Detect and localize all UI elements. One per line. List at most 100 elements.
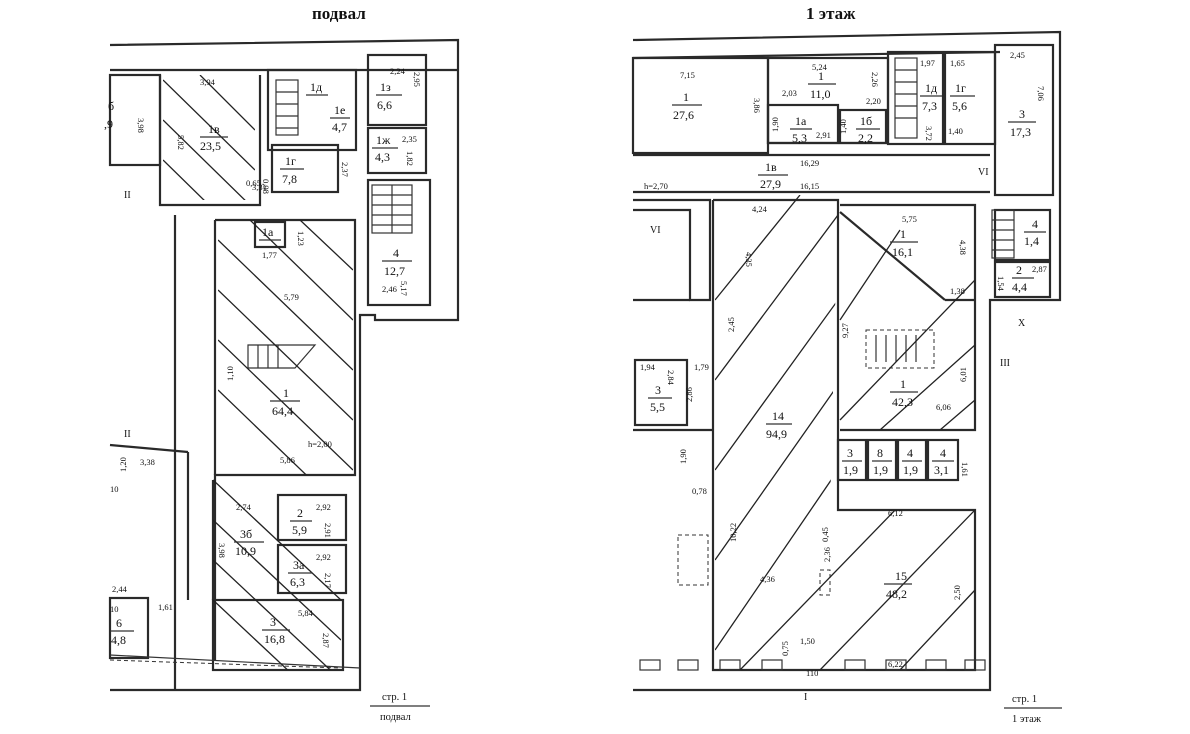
svg-text:7,06: 7,06 xyxy=(1036,86,1046,101)
svg-text:42,3: 42,3 xyxy=(892,395,913,409)
svg-text:1,20: 1,20 xyxy=(118,457,128,472)
svg-text:1,90: 1,90 xyxy=(678,449,688,464)
svg-text:2,46: 2,46 xyxy=(382,284,397,294)
svg-text:48,2: 48,2 xyxy=(886,587,907,601)
svg-text:1,77: 1,77 xyxy=(262,250,277,260)
svg-text:2,84: 2,84 xyxy=(666,370,676,386)
svg-text:23,5: 23,5 xyxy=(200,139,221,153)
svg-text:64,4: 64,4 xyxy=(272,404,293,418)
room-label: 1ж4,3 xyxy=(372,133,398,164)
svg-text:1: 1 xyxy=(683,90,689,104)
room-label: 1е4,7 xyxy=(330,103,350,134)
svg-text:1в: 1в xyxy=(765,160,777,174)
room-label: 81,9 xyxy=(872,446,892,477)
svg-text:3,98: 3,98 xyxy=(136,118,146,133)
room-label: 412,7 xyxy=(382,246,412,278)
svg-text:1,79: 1,79 xyxy=(694,362,709,372)
room-label: 142,3 xyxy=(890,377,918,409)
svg-text:2,2: 2,2 xyxy=(858,131,873,145)
svg-text:4,8: 4,8 xyxy=(111,633,126,647)
svg-text:7,3: 7,3 xyxy=(922,99,937,113)
room-label: 64,8 xyxy=(110,616,134,647)
svg-text:3,72: 3,72 xyxy=(924,126,934,141)
room-label: 41,4 xyxy=(1024,217,1046,248)
stairs-icon xyxy=(865,329,935,369)
svg-text:10,9: 10,9 xyxy=(235,544,256,558)
page-stamp: стр. 1 1 этаж xyxy=(1004,694,1062,725)
svg-text:2,50: 2,50 xyxy=(952,585,962,600)
svg-text:б: б xyxy=(108,99,114,113)
svg-text:3: 3 xyxy=(1019,107,1025,121)
svg-text:8: 8 xyxy=(877,446,883,460)
svg-text:5,3: 5,3 xyxy=(792,131,807,145)
svg-text:1г: 1г xyxy=(955,81,966,95)
svg-text:2,92: 2,92 xyxy=(316,552,331,562)
svg-text:1,61: 1,61 xyxy=(960,462,970,477)
svg-text:3,98: 3,98 xyxy=(217,543,227,558)
svg-text:2,44: 2,44 xyxy=(112,584,128,594)
svg-text:4,7: 4,7 xyxy=(332,120,347,134)
svg-text:1д: 1д xyxy=(310,80,322,94)
room-label: 316,8 xyxy=(262,615,290,646)
svg-text:3а: 3а xyxy=(293,558,305,572)
svg-text:1,61: 1,61 xyxy=(158,602,173,612)
svg-text:1в: 1в xyxy=(208,122,220,136)
svg-text:h=2,00: h=2,00 xyxy=(308,439,332,449)
svg-text:4,3: 4,3 xyxy=(375,150,390,164)
svg-text:стр. 1: стр. 1 xyxy=(382,692,407,703)
stairs-icon xyxy=(371,184,413,234)
room-label: 3а6,3 xyxy=(288,558,312,589)
svg-text:27,6: 27,6 xyxy=(673,108,694,122)
svg-text:1 этаж: 1 этаж xyxy=(1012,714,1042,725)
svg-text:1,9: 1,9 xyxy=(873,463,888,477)
svg-text:10,22: 10,22 xyxy=(728,523,738,542)
room-label: 41,9 xyxy=(902,446,922,477)
svg-text:5,6: 5,6 xyxy=(952,99,967,113)
svg-text:2,37: 2,37 xyxy=(340,162,350,177)
svg-text:6,6: 6,6 xyxy=(377,98,392,112)
svg-text:5,79: 5,79 xyxy=(284,292,299,302)
stairs-icon xyxy=(894,57,918,139)
section-marker: VI xyxy=(650,225,661,236)
svg-text:1,82: 1,82 xyxy=(405,151,415,166)
dimension-labels: 7,15 5,24 1,97 1,65 2,45 7,06 3,86 2,03 … xyxy=(640,50,1047,678)
svg-text:3: 3 xyxy=(270,615,276,629)
room-label: 1д7,3 xyxy=(920,81,942,113)
room-label: 1б2,2 xyxy=(856,114,880,145)
svg-text:0,75: 0,75 xyxy=(780,641,790,656)
svg-text:2,95: 2,95 xyxy=(412,72,422,87)
svg-text:5,9: 5,9 xyxy=(292,523,307,537)
svg-text:4: 4 xyxy=(1032,217,1038,231)
svg-text:4: 4 xyxy=(907,446,913,460)
room-label: 1г7,8 xyxy=(280,154,304,186)
room-label: 1з6,6 xyxy=(376,80,402,112)
room-label: 164,4 xyxy=(270,386,300,418)
svg-text:подвал: подвал xyxy=(380,712,411,723)
svg-text:6,12: 6,12 xyxy=(888,508,903,518)
svg-text:1а: 1а xyxy=(262,225,274,239)
svg-text:2,45: 2,45 xyxy=(726,317,736,332)
svg-text:4,4: 4,4 xyxy=(1012,280,1027,294)
svg-text:12,7: 12,7 xyxy=(384,264,405,278)
svg-text:2,86: 2,86 xyxy=(684,387,694,402)
svg-text:11,0: 11,0 xyxy=(810,87,831,101)
svg-text:1,40: 1,40 xyxy=(948,126,963,136)
svg-text:3: 3 xyxy=(847,446,853,460)
svg-text:3,1: 3,1 xyxy=(934,463,949,477)
svg-text:2,91: 2,91 xyxy=(816,130,831,140)
svg-text:5,24: 5,24 xyxy=(812,62,828,72)
svg-text:2,92: 2,92 xyxy=(316,502,331,512)
svg-text:5,86: 5,86 xyxy=(280,455,295,465)
room-label: 1в 23,5 xyxy=(200,122,228,153)
window-row xyxy=(639,659,986,671)
svg-text:1,90: 1,90 xyxy=(770,117,780,132)
svg-text:1д: 1д xyxy=(925,81,937,95)
svg-text:1г: 1г xyxy=(285,154,296,168)
section-marker: VI xyxy=(978,167,989,178)
room-label: 35,5 xyxy=(648,383,672,414)
